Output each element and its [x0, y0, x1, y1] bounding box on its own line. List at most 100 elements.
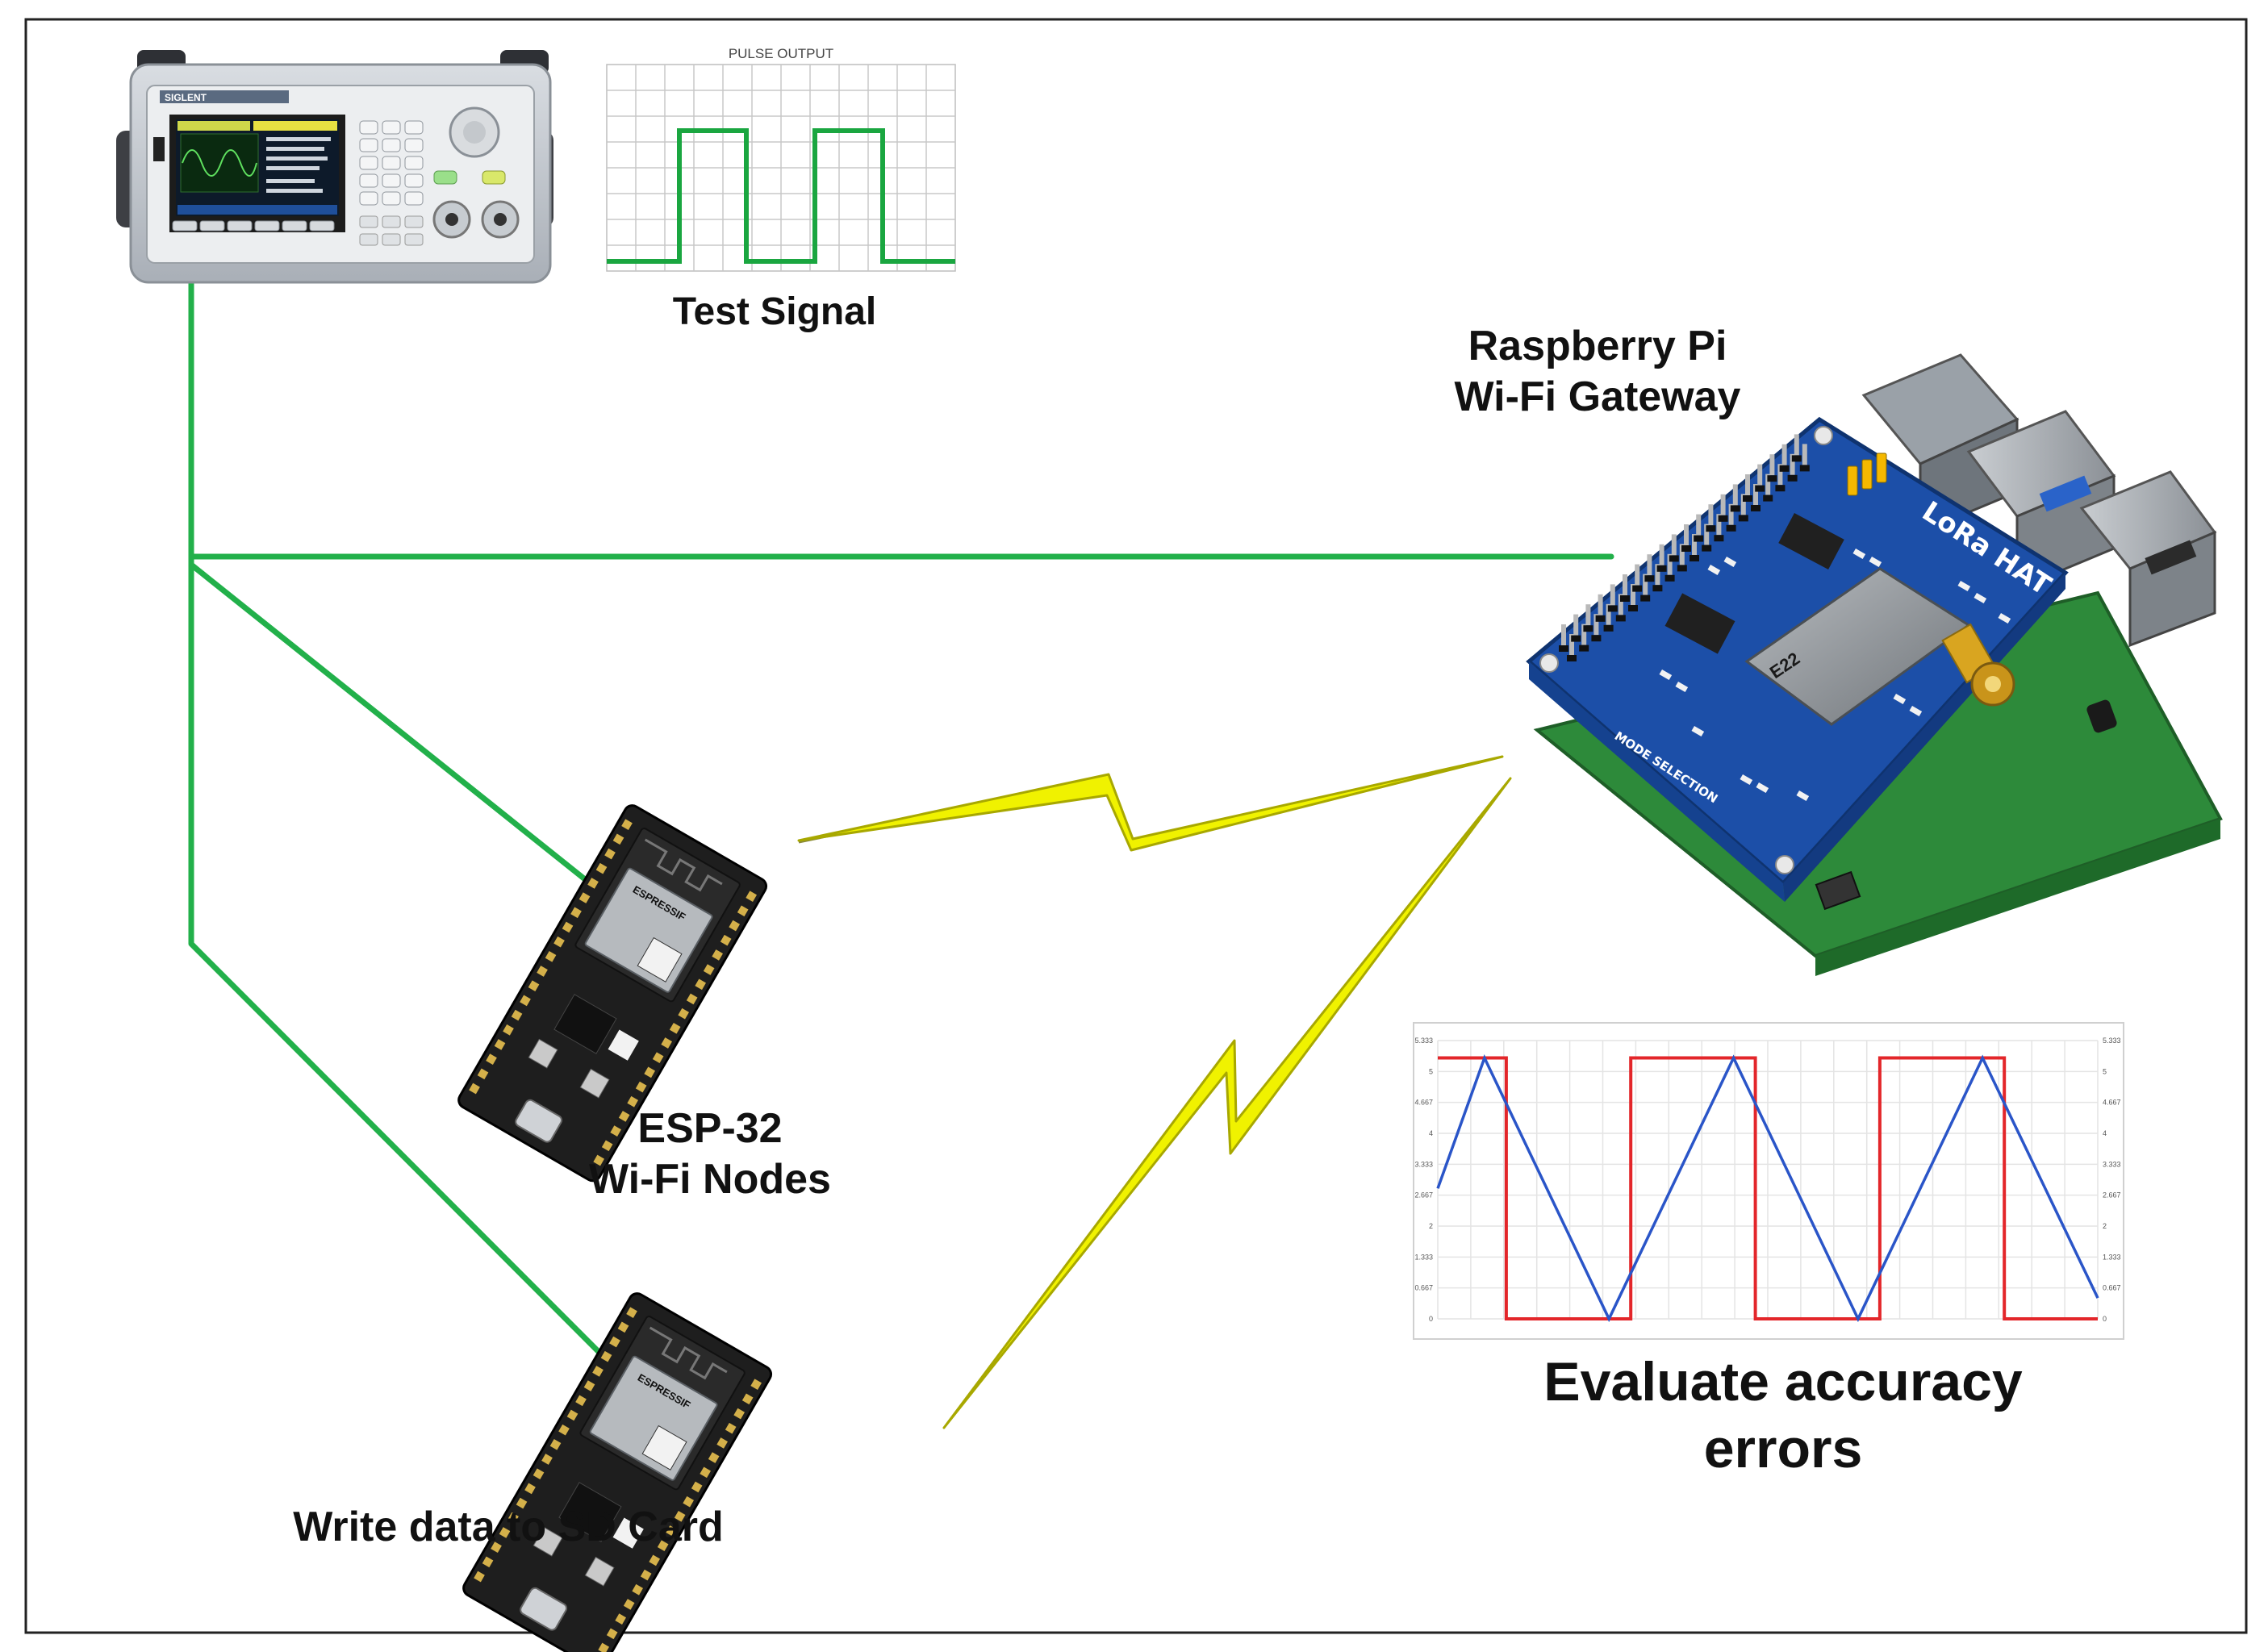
esp32-pin: [598, 1642, 610, 1652]
gpio-pin: [1593, 614, 1599, 636]
gpio-pin: [1777, 464, 1783, 486]
esp32-pin: [612, 833, 624, 845]
esp32-pin: [606, 1628, 618, 1640]
lora-hat-edge: [1783, 573, 2065, 902]
esp32-pin: [482, 1556, 494, 1568]
gpio-pin: [1696, 514, 1702, 536]
generator-output-ch2-core: [494, 213, 507, 226]
esp32-pin: [716, 1437, 729, 1449]
sd-card-label: Write data to SD Card: [293, 1504, 724, 1550]
generator-key-green-1: [433, 170, 457, 185]
rpi-board-edge: [1815, 819, 2220, 976]
gpio-pin-base: [1738, 515, 1748, 522]
nodes-label: ESP-32 Wi-Fi Nodes: [516, 1103, 904, 1206]
generator-key-green-2: [482, 170, 506, 185]
esp32-pin: [678, 1007, 690, 1020]
gpio-pin-base: [1706, 525, 1716, 532]
hat-mount-hole: [1539, 653, 1559, 673]
esp32-pin: [541, 1454, 553, 1465]
gpio-pin: [1631, 584, 1635, 605]
gpio-pin-base: [1583, 625, 1593, 632]
antenna-connector: [1941, 623, 2015, 707]
esp32-button-boot: [579, 1068, 610, 1099]
esp32-pin: [649, 1554, 661, 1566]
esp32-pin: [499, 1527, 511, 1538]
smd-component: [1957, 580, 1971, 592]
esp32-pin: [683, 1496, 695, 1508]
wireless-link-1: [797, 755, 1504, 852]
wires: [188, 248, 1614, 1423]
esp32-pin: [592, 1366, 604, 1377]
esp32-button-en: [533, 1526, 563, 1557]
gpio-pin-base: [1791, 455, 1802, 462]
gpio-pin: [1692, 534, 1697, 555]
esp32-pin: [549, 1438, 562, 1450]
esp32-pin: [610, 1125, 622, 1137]
gpio-pin: [1728, 503, 1734, 525]
gpio-pin-base: [1743, 495, 1752, 502]
gpio-pin-base: [1664, 574, 1675, 582]
esp32-usb-bridge-chip: [558, 1482, 622, 1542]
accuracy-chart-series: [1436, 1053, 2099, 1323]
gpio-pin: [1598, 594, 1603, 615]
gpio-pin: [1794, 434, 1799, 456]
nodes-label-line-2: Wi-Fi Nodes: [589, 1156, 831, 1204]
gpio-pin: [1585, 604, 1591, 626]
generator-bottom-keys: [359, 215, 424, 246]
esp32-pin: [640, 1569, 652, 1581]
gpio-pin: [1708, 504, 1714, 526]
esp32-pin: [695, 978, 707, 991]
acc-tick-right: 5.333: [2103, 1037, 2121, 1045]
gpio-pin-base: [1607, 605, 1618, 612]
esp32-shield: [589, 1355, 718, 1481]
esp32-pin: [595, 862, 608, 874]
pulse-output-chart: PULSE OUTPUT: [606, 46, 956, 272]
gpio-pin-base: [1690, 555, 1699, 561]
esp32-pin: [644, 1066, 656, 1078]
esp32-pin: [566, 1409, 578, 1421]
esp32-pin: [494, 1039, 506, 1050]
acc-tick-right: 0.667: [2103, 1284, 2121, 1292]
esp32-pin: [725, 1422, 737, 1434]
esp32-pin: [626, 1307, 637, 1318]
smd-component: [1723, 556, 1737, 568]
gpio-pin-base: [1656, 565, 1667, 572]
smd-component: [1909, 706, 1923, 717]
gpio-pin: [1623, 574, 1627, 595]
acc-tick-right: 4: [2103, 1129, 2107, 1137]
gpio-pin-base: [1677, 565, 1687, 572]
esp32-pin: [741, 1393, 754, 1405]
esp32-pin: [528, 980, 540, 992]
acc-tick-left: 0.667: [1414, 1284, 1433, 1292]
esp32-pin: [657, 1540, 669, 1552]
esp32-pin: [652, 1052, 664, 1064]
esp32-node-2: ESPRESSIF: [462, 1292, 773, 1652]
gpio-pin: [1610, 584, 1615, 606]
gpio-pin-base: [1799, 465, 1810, 472]
esp32-pin: [666, 1525, 678, 1537]
gpio-pin: [1720, 494, 1726, 515]
esp32-pin: [558, 1424, 570, 1436]
esp32-smd: [612, 1517, 644, 1549]
smd-component: [1869, 556, 1882, 568]
esp32-shield: [584, 867, 713, 993]
esp32-pin: [733, 1408, 746, 1420]
esp32-button-en: [528, 1038, 558, 1069]
esp32-pin: [562, 921, 574, 933]
esp32-pin: [520, 995, 531, 1007]
esp32-node-1: ESPRESSIF: [457, 804, 768, 1183]
gpio-pin: [1659, 544, 1664, 565]
acc-tick-right: 1.333: [2103, 1253, 2121, 1261]
gpio-pin: [1790, 453, 1795, 475]
jumper-pins: [1847, 453, 1887, 496]
gpio-pin-base: [1763, 494, 1773, 502]
esp32-pin: [600, 1350, 612, 1362]
gpio-pin: [1573, 614, 1579, 636]
gpio-pin-base: [1751, 505, 1761, 511]
gpio-pin: [1561, 624, 1566, 645]
gpio-pin: [1618, 594, 1623, 615]
gpio-pin: [1802, 444, 1807, 465]
gpio-pin-base: [1779, 465, 1790, 472]
gpio-pin: [1581, 624, 1587, 645]
gpio-pin-base: [1730, 505, 1740, 512]
